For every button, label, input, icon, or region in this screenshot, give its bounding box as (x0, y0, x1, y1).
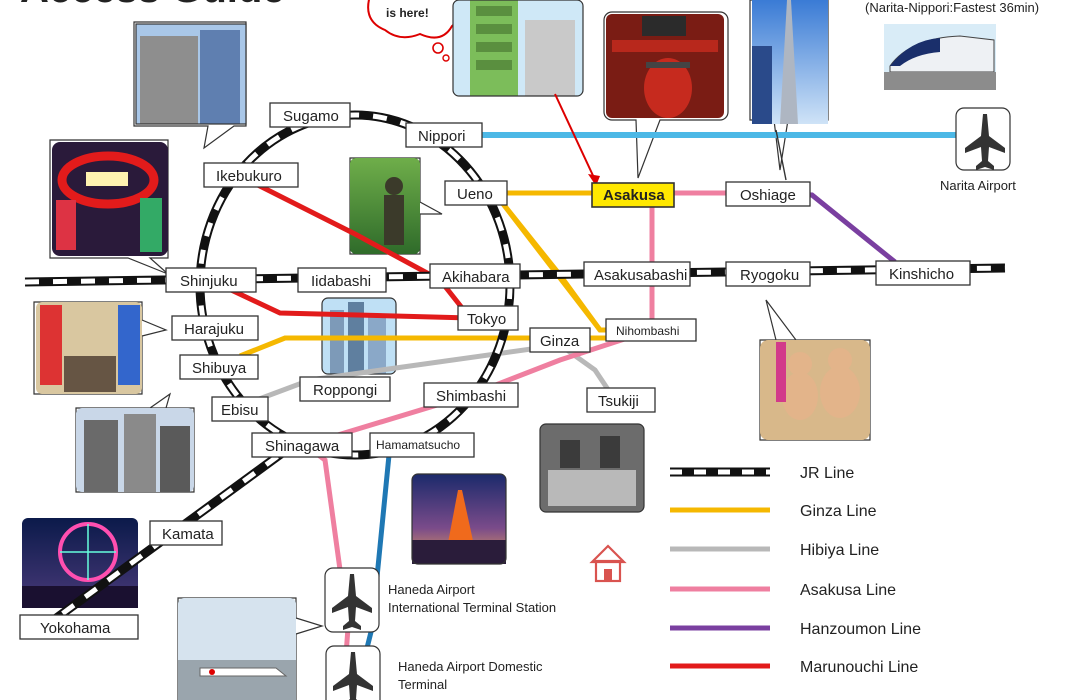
station-ryogoku[interactable]: Ryogoku (725, 261, 811, 287)
station-roppongi[interactable]: Roppongi (299, 376, 391, 402)
svg-text:Kinshicho: Kinshicho (889, 266, 954, 283)
station-tokyo[interactable]: Tokyo (457, 305, 519, 331)
station-shinjuku[interactable]: Shinjuku (165, 267, 257, 293)
hotel-pointer-arrow (554, 93, 597, 183)
station-shibuya[interactable]: Shibuya (179, 354, 259, 380)
tokyo-tower-photo (411, 473, 507, 565)
harajuku-street-photo (33, 301, 168, 395)
legend-item-ginza: Ginza Line (670, 503, 877, 520)
svg-text:Ryogoku: Ryogoku (740, 267, 799, 284)
station-oshiage[interactable]: Oshiage (725, 181, 811, 207)
hotel-house-icon (589, 544, 627, 583)
station-ebisu[interactable]: Ebisu (211, 396, 269, 422)
legend-item-hanzoumon: Hanzoumon Line (670, 621, 921, 638)
svg-text:Shimbashi: Shimbashi (436, 388, 506, 405)
svg-text:Kamata: Kamata (162, 526, 214, 543)
svg-text:Iidabashi: Iidabashi (311, 273, 371, 290)
svg-text:Shibuya: Shibuya (192, 360, 247, 377)
svg-text:Hibiya Line: Hibiya Line (800, 542, 879, 559)
airplane-icon (955, 107, 1011, 171)
svg-text:Nihombashi: Nihombashi (616, 324, 679, 338)
tsukiji-market-photo (539, 423, 645, 513)
station-kamata[interactable]: Kamata (149, 520, 223, 546)
svg-text:Shinagawa: Shinagawa (265, 438, 340, 455)
marunouchi-line (238, 173, 472, 320)
station-nihombashi[interactable]: Nihombashi (605, 318, 697, 342)
monorail-line (359, 444, 393, 669)
sensoji-temple-photo (603, 11, 729, 179)
svg-text:Asakusa: Asakusa (603, 187, 665, 204)
shibuya-photo (75, 392, 195, 493)
airplane-icon (324, 567, 380, 633)
svg-text:Nippori: Nippori (418, 128, 466, 145)
haneda-airport-photo (177, 597, 325, 700)
svg-text:Harajuku: Harajuku (184, 321, 244, 338)
svg-text:Asakusa Line: Asakusa Line (800, 582, 896, 599)
station-asakusabashi[interactable]: Asakusabashi (583, 261, 691, 287)
airplane-icon (325, 645, 381, 700)
narita-airport-label: Narita Airport (940, 178, 1016, 193)
svg-text:Shinjuku: Shinjuku (180, 273, 238, 290)
svg-text:Tsukiji: Tsukiji (598, 393, 639, 410)
station-iidabashi[interactable]: Iidabashi (297, 267, 387, 293)
legend: JR Line Ginza Line Hibiya Line Asakusa L… (670, 465, 921, 676)
haneda-intl-label-1: Haneda Airport (388, 582, 475, 597)
hotel-building-photo (452, 0, 584, 97)
haneda-domestic-label-1: Haneda Airport Domestic (398, 659, 543, 674)
svg-text:Ginza: Ginza (540, 333, 580, 350)
legend-item-marunouchi: Marunouchi Line (670, 659, 918, 676)
svg-text:Sugamo: Sugamo (283, 108, 339, 125)
ikebukuro-building-photo (133, 21, 247, 150)
svg-text:Hamamatsucho: Hamamatsucho (376, 438, 460, 452)
svg-text:Roppongi: Roppongi (313, 382, 377, 399)
legend-item-hibiya: Hibiya Line (670, 542, 879, 559)
station-tsukiji[interactable]: Tsukiji (586, 387, 656, 413)
skytree-photo (749, 0, 829, 171)
haneda-intl-label-2: International Terminal Station (388, 600, 556, 615)
station-harajuku[interactable]: Harajuku (171, 315, 259, 341)
sumo-photo (759, 299, 871, 441)
shinjuku-night-photo (49, 139, 169, 275)
legend-item-jr: JR Line (670, 465, 854, 482)
speech-bubble: is here! (367, 0, 462, 62)
legend-item-asakusa: Asakusa Line (670, 582, 896, 599)
haneda-domestic-label-2: Terminal (398, 677, 447, 692)
svg-text:Ueno: Ueno (457, 186, 493, 203)
ueno-saigo-statue-photo (349, 157, 443, 255)
skyliner-train-photo (884, 24, 996, 90)
station-asakusa[interactable]: Asakusa (591, 182, 675, 208)
station-yokohama[interactable]: Yokohama (19, 614, 139, 640)
station-nippori[interactable]: Nippori (405, 122, 483, 148)
svg-text:Ginza Line: Ginza Line (800, 503, 877, 520)
station-kinshicho[interactable]: Kinshicho (875, 260, 971, 286)
svg-text:Yokohama: Yokohama (40, 620, 111, 637)
station-ginza[interactable]: Ginza (529, 327, 591, 353)
station-shimbashi[interactable]: Shimbashi (423, 382, 519, 408)
station-akihabara[interactable]: Akihabara (429, 263, 521, 289)
yokohama-photo (22, 518, 138, 608)
page-title: Access Guide (20, 0, 285, 11)
svg-text:Hanzoumon Line: Hanzoumon Line (800, 621, 921, 638)
station-shinagawa[interactable]: Shinagawa (251, 432, 353, 458)
station-hamamatsucho[interactable]: Hamamatsucho (369, 432, 475, 458)
svg-text:JR Line: JR Line (800, 465, 854, 482)
station-sugamo[interactable]: Sugamo (269, 102, 351, 128)
svg-text:Oshiage: Oshiage (740, 187, 796, 204)
svg-text:Tokyo: Tokyo (467, 311, 506, 328)
narita-time-note: (Narita-Nippori:Fastest 36min) (865, 0, 1039, 15)
svg-text:Marunouchi Line: Marunouchi Line (800, 659, 918, 676)
svg-text:Ikebukuro: Ikebukuro (216, 168, 282, 185)
svg-text:is here!: is here! (386, 6, 429, 20)
station-ueno[interactable]: Ueno (444, 180, 508, 206)
svg-text:Asakusabashi: Asakusabashi (594, 267, 687, 284)
station-ikebukuro[interactable]: Ikebukuro (203, 162, 299, 188)
svg-text:Akihabara: Akihabara (442, 269, 510, 286)
svg-text:Ebisu: Ebisu (221, 402, 259, 419)
